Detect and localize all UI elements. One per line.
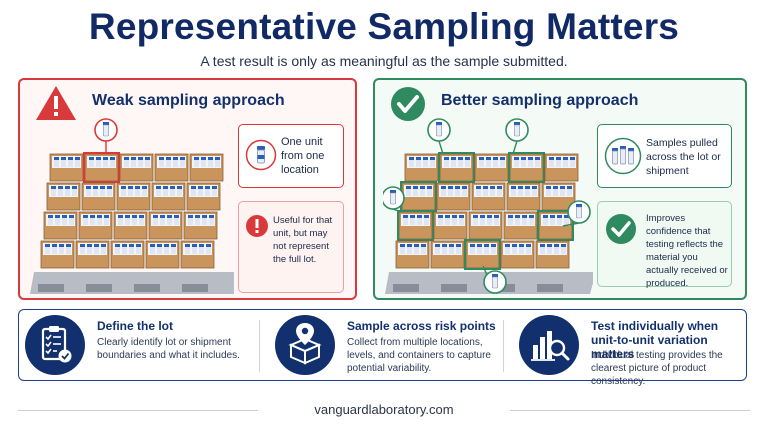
sample-vial-marker (505, 118, 529, 155)
check-badge-icon (606, 214, 636, 244)
carton-box (438, 152, 475, 183)
better-callout-multi-samples: Samples pulled across the lot or shipmen… (597, 124, 732, 188)
pallet-slot (441, 284, 467, 292)
carton-box (83, 152, 120, 183)
carton-box (395, 240, 430, 269)
check-circle-icon (391, 87, 425, 121)
step-icon-circle (275, 315, 335, 375)
carton-box (503, 211, 538, 240)
step-divider (503, 320, 504, 372)
step-test-individually: Test individually when unit-to-unit vari… (513, 310, 745, 387)
pallet-illustration-multi (383, 118, 593, 294)
multiple-vials-icon (604, 137, 642, 175)
weak-sampling-panel: Weak sampling approach One unit from one… (18, 78, 357, 300)
carton-box (145, 240, 180, 269)
sample-vial-marker (482, 265, 507, 294)
better-callout-benefit: Improves confidence that testing reflect… (597, 201, 732, 289)
carton-box (436, 182, 471, 211)
carton-box (183, 211, 218, 240)
carton-box (46, 182, 81, 211)
weak-panel-title: Weak sampling approach (92, 92, 285, 109)
better-sampling-panel: Better sampling approach Samples pulled … (373, 78, 747, 300)
step-body: Individual testing provides the clearest… (591, 350, 723, 387)
step-define-lot: Define the lot Clearly identify lot or s… (19, 310, 257, 382)
carton-box (119, 153, 154, 182)
footer-url-link[interactable]: vanguardlaboratory.com (304, 402, 464, 417)
box-location-pin-icon (288, 323, 322, 365)
carton-box (464, 239, 501, 270)
weak-callout-text: One unit from one location (281, 136, 325, 176)
carton-box (116, 182, 151, 211)
pallet-slot (134, 284, 160, 292)
pallet-illustration (30, 118, 234, 294)
step-title: Sample across risk points (347, 319, 496, 333)
step-divider (259, 320, 260, 372)
weak-limitation-text: Useful for that unit, but may not repres… (273, 215, 333, 265)
warning-triangle-icon (36, 86, 76, 120)
carton-box (180, 240, 215, 269)
exclamation-icon (246, 215, 268, 237)
pallet-slot (393, 284, 419, 292)
better-benefit-text: Improves confidence that testing reflect… (646, 213, 728, 289)
bar-chart-magnifier-icon (531, 331, 570, 361)
carton-box (110, 240, 145, 269)
carton-box (474, 153, 509, 182)
better-callout-text: Samples pulled across the lot or shipmen… (646, 137, 721, 177)
step-icon-circle (519, 315, 579, 375)
carton-box (404, 153, 439, 182)
sample-vial-marker (427, 118, 451, 155)
carton-box (400, 181, 437, 212)
carton-box (113, 211, 148, 240)
sample-vial-marker (383, 186, 405, 213)
carton-box (535, 240, 570, 269)
step-sample-risk-points: Sample across risk points Collect from m… (269, 310, 501, 382)
clipboard-checklist-icon (41, 326, 72, 363)
pallet-slot (182, 284, 208, 292)
step-title: Define the lot (97, 319, 174, 333)
footer-rule-right (510, 410, 750, 411)
step-body: Clearly identify lot or shipment boundar… (97, 337, 240, 361)
carton-box (433, 211, 468, 240)
single-vial-icon (245, 139, 277, 171)
weak-callout-limitation: Useful for that unit, but may not repres… (238, 201, 344, 293)
footer-rule-left (18, 410, 258, 411)
step-title: Test individually when unit-to-unit vari… (591, 319, 719, 361)
pallet-slot (86, 284, 112, 292)
carton-box (508, 152, 545, 183)
carton-box (81, 182, 116, 211)
step-icon-circle (25, 315, 85, 375)
carton-box (43, 211, 78, 240)
sample-vial-marker (562, 200, 591, 227)
carton-box (186, 182, 221, 211)
carton-box (49, 153, 84, 182)
page-title: Representative Sampling Matters (88, 6, 680, 47)
carton-box (468, 211, 503, 240)
pallet-slot (38, 284, 64, 292)
carton-box (500, 240, 535, 269)
carton-box (430, 240, 465, 269)
step-body: Collect from multiple locations, levels,… (347, 337, 491, 374)
carton-box (189, 153, 224, 182)
carton-box (75, 240, 110, 269)
weak-callout-single-unit: One unit from one location (238, 124, 344, 188)
page-subtitle: A test result is only as meaningful as t… (200, 53, 568, 69)
carton-box (78, 211, 113, 240)
better-panel-title: Better sampling approach (441, 92, 639, 109)
carton-box (544, 153, 579, 182)
carton-box (154, 153, 189, 182)
steps-strip: Define the lot Clearly identify lot or s… (18, 309, 747, 387)
carton-box (397, 210, 434, 241)
carton-box (148, 211, 183, 240)
carton-box (40, 240, 75, 269)
carton-box (471, 182, 506, 211)
carton-box (506, 182, 541, 211)
footer: vanguardlaboratory.com (0, 402, 768, 417)
sample-vial-marker (94, 118, 118, 154)
carton-box (151, 182, 186, 211)
pallet-slot (537, 284, 563, 292)
